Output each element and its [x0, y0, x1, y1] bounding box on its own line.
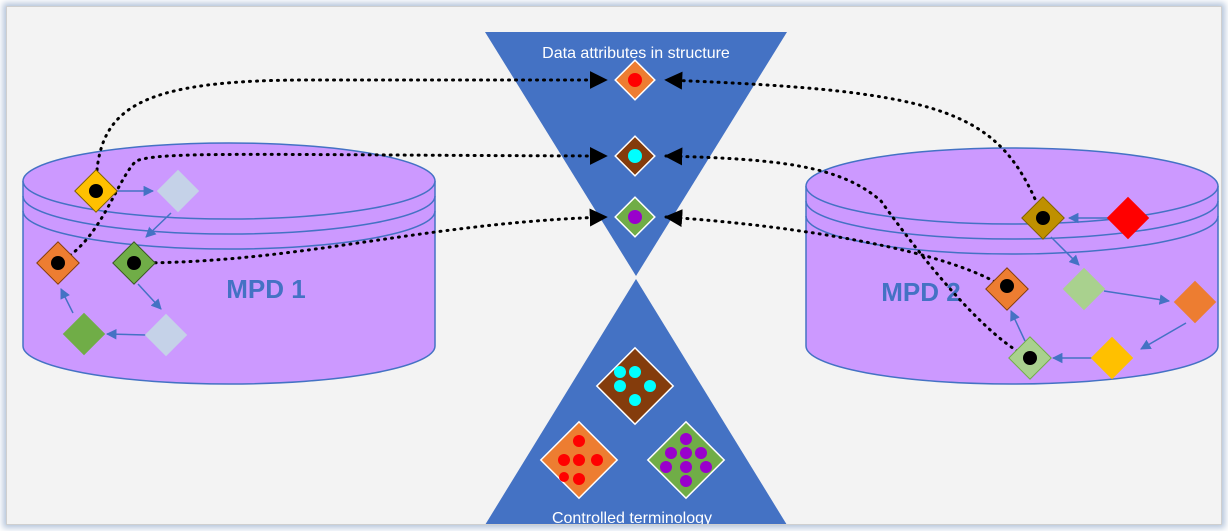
diagram-frame: MPD 1 MPD 2 Data attributes in structure… [6, 6, 1222, 525]
right-diamond-red [1106, 196, 1150, 240]
right-database-label: MPD 2 [881, 277, 960, 307]
right-flow-arrows [1010, 212, 1187, 364]
left-diamond-orange [36, 241, 80, 285]
right-diamond-gold [1090, 336, 1134, 380]
diagram-canvas: MPD 1 MPD 2 Data attributes in structure… [22, 32, 1219, 524]
left-diamond-green-bottom [62, 312, 106, 356]
attribute-diamond-brown [614, 135, 656, 177]
right-diamond-olive [1021, 196, 1065, 240]
bottom-funnel-label: Controlled terminology [552, 510, 712, 524]
left-link-lines [56, 71, 608, 265]
terminology-diamond-orange [539, 420, 619, 500]
right-link-lines [664, 71, 1045, 360]
attribute-diamond-orange [614, 59, 656, 101]
left-diamond-green [112, 241, 156, 285]
right-diamond-light-green [1062, 267, 1106, 311]
terminology-diamond-green [646, 420, 726, 500]
right-diamond-light-green-bottom [1008, 336, 1052, 380]
left-diamond-gold [74, 169, 118, 213]
top-funnel-label: Data attributes in structure [542, 45, 730, 62]
right-diamond-orange [985, 267, 1029, 311]
right-diamond-orange-far [1173, 280, 1217, 324]
left-diamond-light-blue-bottom [144, 313, 188, 357]
left-flow-arrows [60, 185, 172, 340]
attribute-diamond-green [614, 196, 656, 238]
left-diamond-light-blue-top [156, 169, 200, 213]
terminology-diamond-brown [595, 346, 675, 426]
left-database-cylinder [22, 142, 436, 385]
left-database-label: MPD 1 [226, 274, 305, 304]
